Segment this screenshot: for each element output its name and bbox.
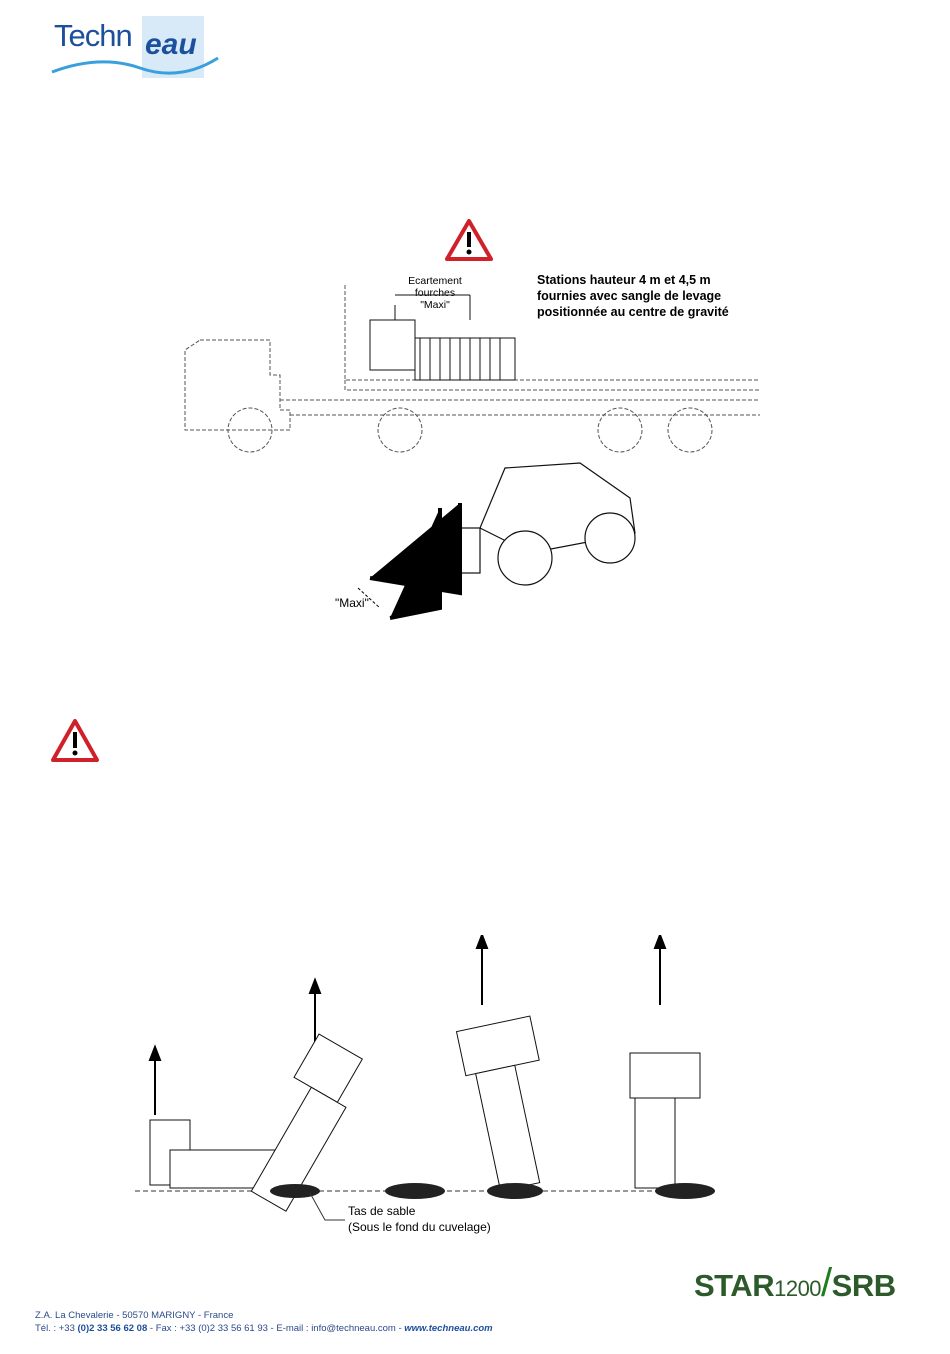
- fork-label-line: Ecartement: [408, 275, 462, 287]
- contact-details: - Fax : +33 (0)2 33 56 61 93 - E-mail : …: [147, 1323, 405, 1334]
- warning-icon-2: [51, 719, 99, 762]
- telehandler-illustration: [357, 462, 636, 620]
- warning-icon: [445, 219, 493, 261]
- logo-text: Techn: [54, 18, 133, 53]
- star-srb-logo: STAR1200/SRB: [694, 1261, 896, 1305]
- tel-prefix: Tél. : +33: [35, 1323, 78, 1334]
- sand-pile-label: Tas de sable (Sous le fond du cuvelage): [348, 1203, 491, 1235]
- maxi-label: "Maxi": [335, 596, 369, 610]
- techneau-logo: Techn eau: [50, 14, 220, 80]
- footer-address: Z.A. La Chevalerie - 50570 MARIGNY - Fra…: [35, 1310, 234, 1321]
- lifting-sequence-illustration: [135, 935, 715, 1221]
- truck-illustration: [184, 285, 760, 453]
- website-link[interactable]: www.techneau.com: [404, 1323, 493, 1334]
- note-line: fournies avec sangle de levage: [537, 289, 722, 303]
- lifting-note: Stations hauteur 4 m et 4,5 m fournies a…: [537, 272, 729, 320]
- wave-icon: [51, 56, 219, 75]
- logo-text-accent: eau: [145, 28, 197, 61]
- footer-contact: Tél. : +33 (0)2 33 56 62 08 - Fax : +33 …: [35, 1323, 493, 1334]
- note-line: Stations hauteur 4 m et 4,5 m: [537, 273, 711, 287]
- fork-label-line: "Maxi": [420, 299, 450, 311]
- fork-spacing-label: Ecartement fourches "Maxi": [390, 275, 480, 311]
- sand-sublabel: (Sous le fond du cuvelage): [348, 1220, 491, 1234]
- fork-label-line: fourches: [414, 287, 456, 299]
- tel-number: (0)2 33 56 62 08: [77, 1323, 148, 1334]
- note-line: positionnée au centre de gravité: [537, 305, 729, 319]
- sand-label: Tas de sable: [348, 1204, 416, 1218]
